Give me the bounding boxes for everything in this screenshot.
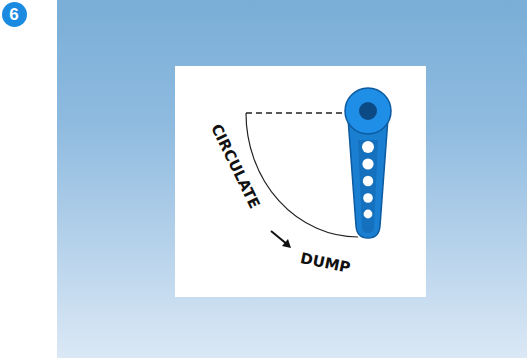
rotation-arc bbox=[246, 113, 358, 237]
blue-panel bbox=[57, 0, 527, 358]
horn-hole bbox=[364, 210, 373, 219]
horn-hole bbox=[362, 158, 373, 169]
servo-horn bbox=[345, 88, 391, 238]
step-number: 6 bbox=[9, 6, 18, 23]
dashed-reference bbox=[246, 112, 348, 113]
direction-arrow bbox=[271, 231, 291, 248]
horn-hole bbox=[363, 193, 373, 203]
horn-hole bbox=[362, 141, 374, 153]
step-badge: 6 bbox=[2, 2, 27, 27]
horn-hole bbox=[363, 176, 373, 186]
white-card bbox=[175, 66, 426, 297]
